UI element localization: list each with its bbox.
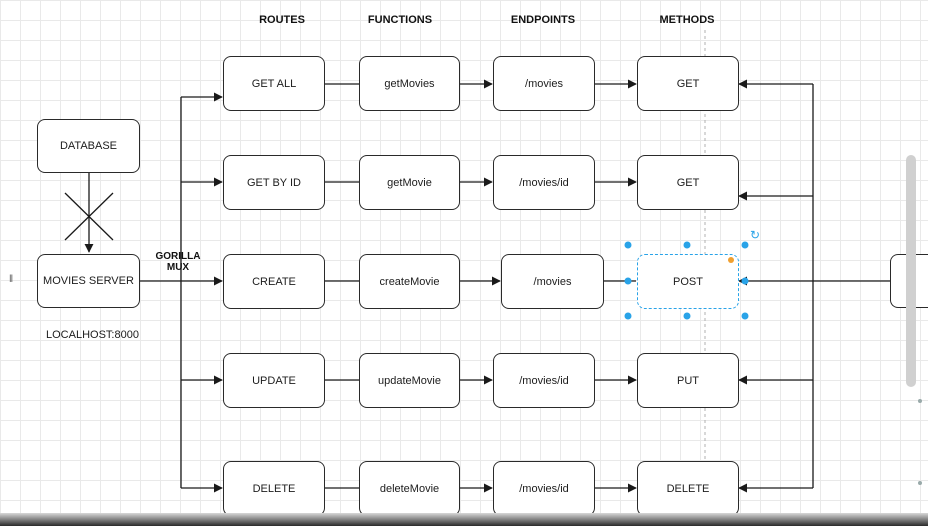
function-delete-movie[interactable]: deleteMovie xyxy=(359,461,460,516)
resize-handle-nw[interactable] xyxy=(624,241,632,249)
method-delete[interactable]: DELETE xyxy=(637,461,739,516)
function-get-movies[interactable]: getMovies xyxy=(359,56,460,111)
method-post-selected[interactable]: POST xyxy=(637,254,739,309)
route-delete[interactable]: DELETE xyxy=(223,461,325,516)
resize-handle-n[interactable] xyxy=(683,241,691,249)
endpoint-movies[interactable]: /movies xyxy=(493,56,595,111)
rotate-handle-icon[interactable]: ↻ xyxy=(749,228,761,242)
route-update[interactable]: UPDATE xyxy=(223,353,325,408)
resize-handle-w[interactable] xyxy=(624,277,632,285)
function-update-movie[interactable]: updateMovie xyxy=(359,353,460,408)
database-node[interactable]: DATABASE xyxy=(37,119,140,173)
method-get-all[interactable]: GET xyxy=(637,56,739,111)
resize-handle-e[interactable] xyxy=(741,277,749,285)
vertical-scrollbar[interactable] xyxy=(906,155,916,387)
function-get-movie[interactable]: getMovie xyxy=(359,155,460,210)
route-create[interactable]: CREATE xyxy=(223,254,325,309)
gorilla-mux-text: GORILLA MUX xyxy=(155,251,201,273)
movies-server-node[interactable]: MOVIES SERVER xyxy=(37,254,140,308)
method-put[interactable]: PUT xyxy=(637,353,739,408)
bottom-overlay-bar xyxy=(0,513,928,526)
header-functions: FUNCTIONS xyxy=(367,14,433,26)
server-address-label: LOCALHOST:8000 xyxy=(46,329,139,341)
resize-handle-se[interactable] xyxy=(741,312,749,320)
endpoint-movies-id[interactable]: /movies/id xyxy=(493,155,595,210)
header-methods: METHODS xyxy=(659,14,715,26)
header-endpoints: ENDPOINTS xyxy=(510,14,576,26)
method-get-by-id[interactable]: GET xyxy=(637,155,739,210)
route-get-all[interactable]: GET ALL xyxy=(223,56,325,111)
route-get-by-id[interactable]: GET BY ID xyxy=(223,155,325,210)
cross-line-b xyxy=(64,192,114,241)
endpoint-movies-create[interactable]: /movies xyxy=(501,254,604,309)
resize-handle-ne[interactable] xyxy=(741,241,749,249)
corner-anchor-handle[interactable] xyxy=(728,257,734,263)
resize-handle-sw[interactable] xyxy=(624,312,632,320)
endpoint-movies-id-update[interactable]: /movies/id xyxy=(493,353,595,408)
resize-handle-s[interactable] xyxy=(683,312,691,320)
endpoint-movies-id-delete[interactable]: /movies/id xyxy=(493,461,595,516)
side-dot-top xyxy=(918,399,922,403)
gorilla-mux-label: GORILLA MUX xyxy=(152,251,204,273)
left-edge-mark: ‖ xyxy=(9,274,14,285)
side-dot-bottom xyxy=(918,481,922,485)
header-routes: ROUTES xyxy=(259,14,305,26)
function-create-movie[interactable]: createMovie xyxy=(359,254,460,309)
